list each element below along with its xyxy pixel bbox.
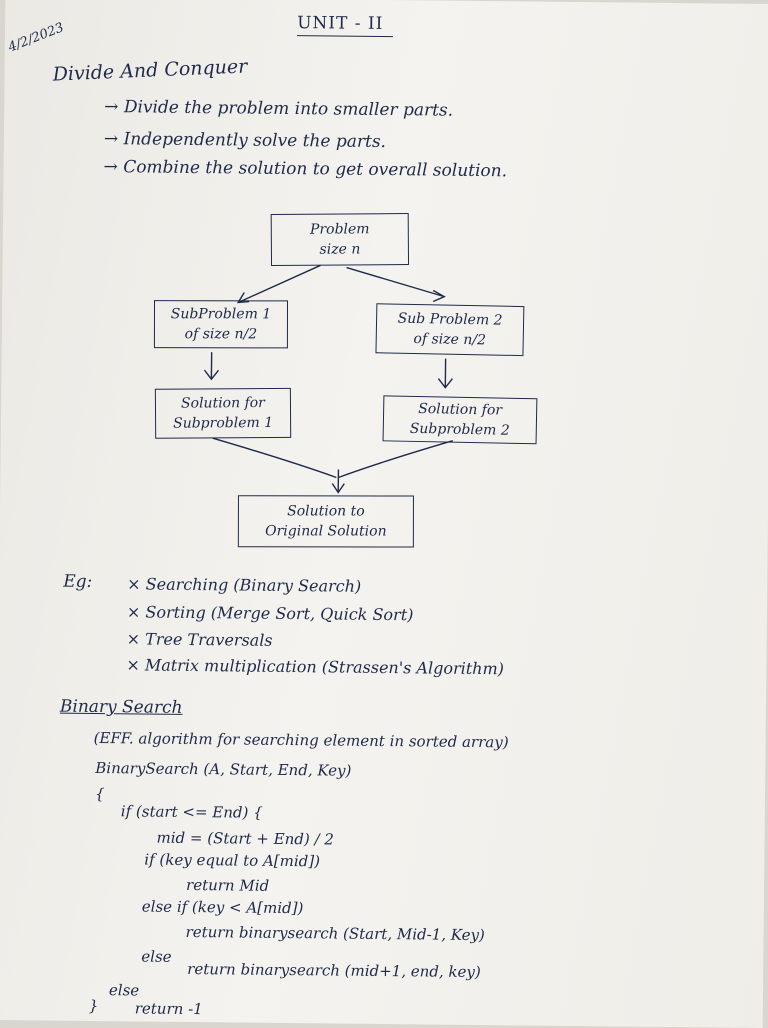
box-subproblem-1: SubProblem 1 of size n/2	[154, 300, 288, 348]
code-line-signature: BinarySearch (A, Start, End, Key)	[95, 759, 351, 780]
arrowhead-sub2	[433, 291, 444, 302]
code-line-return-left: return binarysearch (Start, Mid-1, Key)	[185, 923, 484, 944]
example-searching: × Searching (Binary Search)	[127, 574, 361, 595]
box-solution-2: Solution for Subproblem 2	[383, 395, 538, 444]
box-problem-line2: size n	[319, 239, 360, 259]
box-sol2-line2: Subproblem 2	[410, 419, 510, 441]
box-sub2-line2: of size n/2	[413, 329, 486, 350]
box-subproblem-2: Sub Problem 2 of size n/2	[375, 303, 524, 356]
arrow-problem-to-sub2	[346, 268, 444, 297]
code-line-if-key-equal: if (key equal to A[mid])	[144, 851, 320, 871]
code-line-open-brace: {	[95, 785, 105, 803]
line-sol2-to-final	[338, 440, 452, 479]
code-line-if-start: if (start <= End) {	[121, 802, 263, 821]
box-sol1-line1: Solution for	[181, 393, 265, 414]
box-sol2-line1: Solution for	[418, 399, 502, 421]
box-final-solution: Solution to Original Solution	[238, 495, 414, 547]
arrow-problem-to-sub1	[238, 264, 320, 303]
example-sorting: × Sorting (Merge Sort, Quick Sort)	[127, 602, 414, 624]
box-solution-1: Solution for Subproblem 1	[155, 388, 291, 439]
box-sub1-line1: SubProblem 1	[171, 304, 272, 324]
code-line-else-outer: else	[109, 981, 139, 999]
code-line-return-minus-one: return -1	[135, 999, 203, 1018]
box-final-line1: Solution to	[287, 501, 365, 521]
code-line-else: else	[141, 947, 171, 965]
example-matrix-multiplication: × Matrix multiplication (Strassen's Algo…	[126, 655, 504, 678]
box-sub1-line2: of size n/2	[185, 324, 258, 344]
box-problem-line1: Problem	[310, 219, 370, 239]
box-problem: Problem size n	[271, 213, 409, 266]
code-line-close-brace: }	[89, 997, 99, 1015]
line-sol1-to-final	[212, 438, 336, 477]
box-final-line2: Original Solution	[265, 521, 386, 541]
example-tree-traversals: × Tree Traversals	[127, 629, 273, 650]
examples-label: Eg:	[63, 572, 92, 592]
box-sub2-line1: Sub Problem 2	[397, 309, 502, 331]
box-sol1-line2: Subproblem 1	[173, 413, 273, 434]
code-line-mid: mid = (Start + End) / 2	[156, 829, 334, 849]
binary-search-title: Binary Search	[60, 697, 183, 718]
code-line-return-mid: return Mid	[186, 876, 269, 895]
code-line-else-if: else if (key < A[mid])	[142, 897, 304, 917]
code-line-return-right: return binarysearch (mid+1, end, key)	[187, 960, 481, 981]
